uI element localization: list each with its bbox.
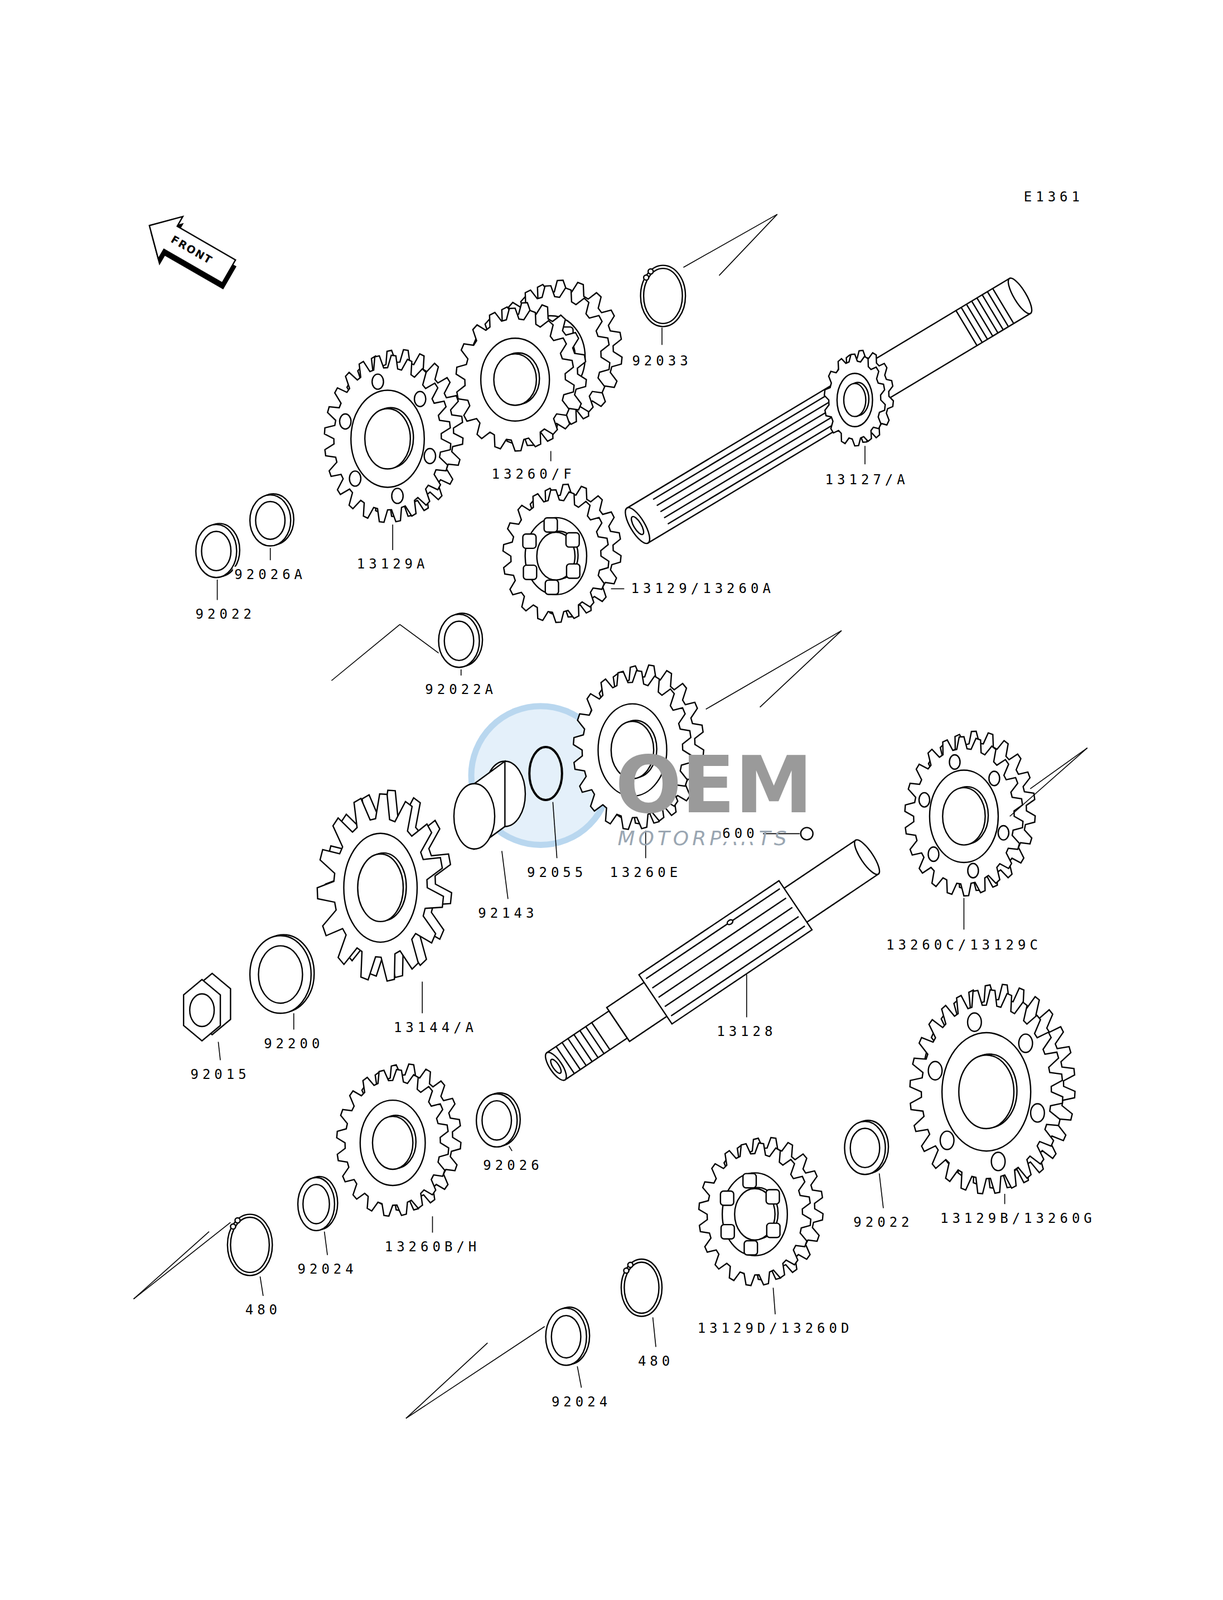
washer: [297, 1176, 338, 1231]
part-number: 92055: [525, 864, 589, 881]
leader-line: [683, 214, 777, 268]
leader-line: [718, 214, 777, 276]
leader-line: [324, 1231, 328, 1255]
leader-line: [577, 1365, 582, 1387]
part-number: 92024: [549, 1393, 613, 1410]
part-number: 92022: [194, 606, 258, 622]
leader-lines: [133, 214, 1088, 1418]
washer: [844, 1119, 889, 1174]
gear: [456, 302, 587, 452]
collar: [453, 760, 526, 849]
part-number: 13144/A: [392, 1019, 480, 1036]
gear: [824, 350, 894, 446]
part-number: 92026A: [232, 566, 308, 583]
leader-line: [293, 1012, 295, 1029]
part-number: 13129/13260A: [629, 580, 777, 597]
gear: [336, 1063, 462, 1216]
part-number: 92200: [262, 1035, 326, 1052]
circlip: [621, 1258, 662, 1316]
leader-line: [259, 1275, 263, 1296]
part-number: 13129A: [355, 556, 431, 572]
part-number: 92015: [188, 1066, 252, 1082]
steel-ball: [800, 827, 814, 840]
gear: [905, 731, 1036, 896]
leader-line: [421, 981, 423, 1014]
part-number: 13128: [714, 1023, 778, 1039]
part-number: 92022: [851, 1214, 915, 1230]
leader-line: [653, 1316, 656, 1347]
leader-line: [216, 579, 219, 601]
circlip: [227, 1214, 273, 1276]
washer: [249, 934, 314, 1013]
leader-line: [1004, 1193, 1006, 1204]
part-number: 480: [636, 1352, 676, 1369]
leader-line: [552, 801, 557, 859]
part-number: 92026: [481, 1157, 545, 1173]
part-number: 13129B/13260G: [938, 1210, 1098, 1226]
part-number: 600: [720, 825, 760, 841]
washer: [545, 1306, 591, 1365]
gear: [698, 1137, 824, 1285]
leader-line: [746, 974, 748, 1018]
washer: [476, 1092, 521, 1147]
leader-line: [399, 624, 439, 653]
figure-code: E1361: [1022, 189, 1086, 205]
shaft: [620, 274, 1036, 546]
part-number: 92022A: [423, 681, 499, 698]
direction-mark: FRONT: [167, 231, 217, 268]
part-number: 92024: [295, 1260, 359, 1277]
leader-line: [405, 1342, 488, 1418]
leader-line: [879, 1172, 884, 1208]
leader-line: [432, 1215, 434, 1232]
leader-line: [509, 1145, 512, 1151]
part-number: 13260/F: [490, 466, 578, 482]
part-number: 13260E: [607, 864, 684, 881]
leader-line: [1030, 747, 1087, 789]
gear: [317, 789, 452, 981]
leader-line: [392, 524, 394, 550]
part-number: 480: [243, 1301, 283, 1318]
front-arrow: [134, 204, 245, 299]
leader-line: [864, 445, 866, 464]
leader-line: [331, 624, 400, 681]
washer: [249, 493, 294, 546]
leader-line: [706, 630, 842, 709]
leader-line: [963, 897, 965, 930]
leader-line: [1009, 747, 1088, 817]
gear: [324, 349, 463, 522]
leader-line: [501, 850, 509, 899]
leader-line: [550, 450, 552, 461]
washer: [438, 612, 483, 667]
leader-line: [405, 1326, 545, 1419]
leader-line: [760, 630, 842, 707]
leader-line: [661, 327, 663, 345]
leader-line: [772, 1287, 776, 1314]
leader-line: [218, 1041, 221, 1060]
leader-line: [133, 1231, 210, 1299]
watermark: MOTORPARTS: [615, 827, 792, 851]
watermark: OEM: [613, 741, 815, 829]
part-number: 13127/A: [823, 471, 911, 487]
gear: [910, 984, 1076, 1194]
part-number: 92033: [630, 353, 694, 369]
part-number: 13129D/13260D: [695, 1320, 855, 1336]
part-number: 13260C/13129C: [884, 936, 1044, 952]
leader-line: [269, 547, 272, 560]
circlip: [640, 265, 686, 327]
gear: [503, 484, 622, 623]
leader-line: [460, 669, 462, 676]
leader-line: [133, 1221, 231, 1299]
nut: [183, 973, 231, 1041]
leader-line: [611, 588, 625, 590]
o-ring: [529, 746, 563, 800]
part-number: 13260B/H: [383, 1238, 483, 1255]
part-number: 92143: [476, 905, 540, 921]
